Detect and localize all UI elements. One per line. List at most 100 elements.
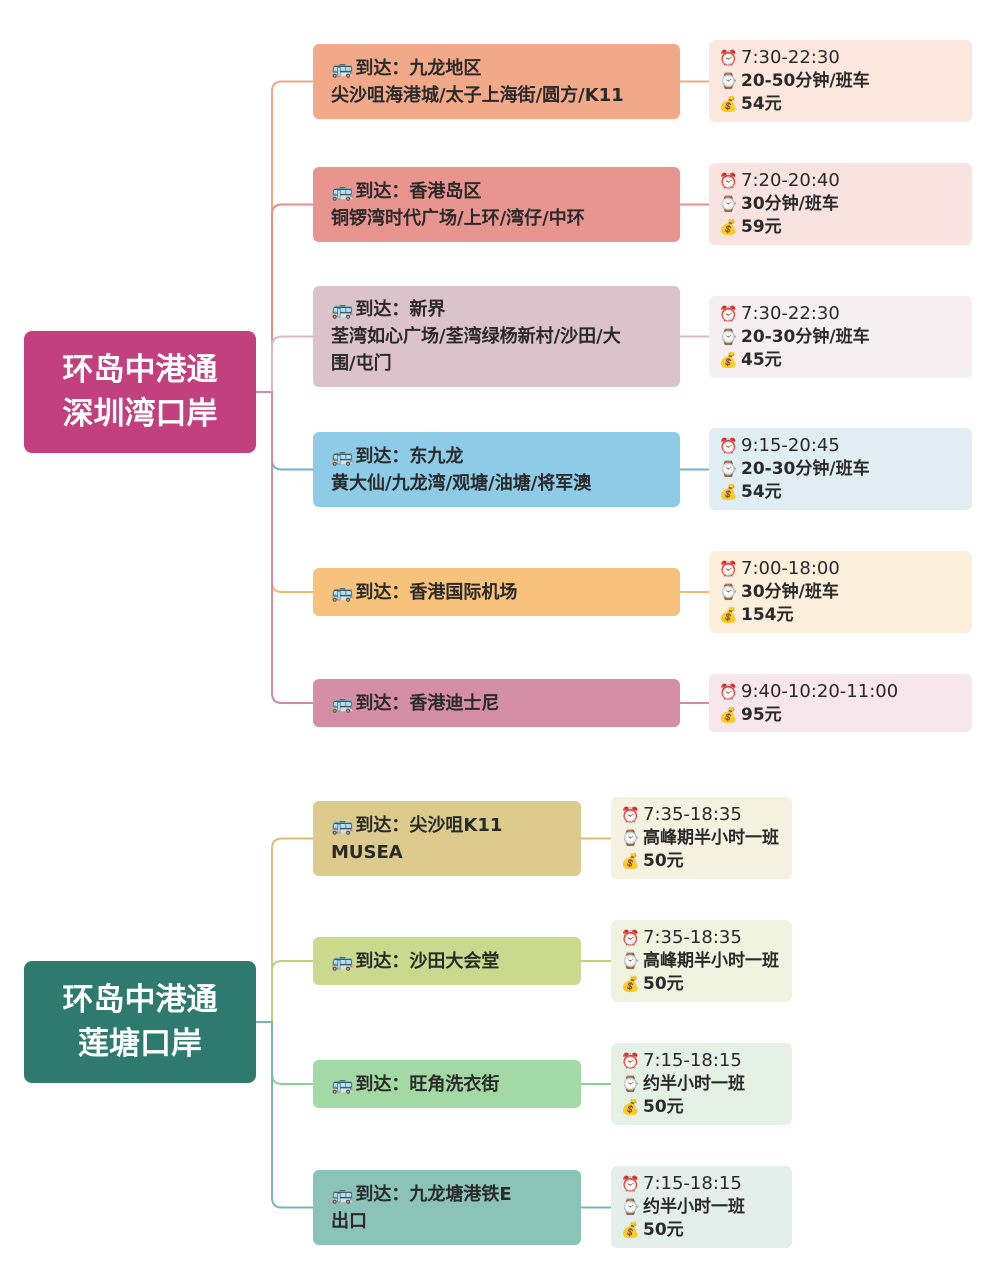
fare-text: 50元 [643,1220,684,1240]
money-bag-icon: 💰 [621,1221,640,1239]
schedule-info-card: ⏰7:00-18:00⌚30分钟/班车💰154元 [709,551,972,633]
frequency: ⌚30分钟/班车 [719,193,962,216]
root-node-liantang[interactable]: 环岛中港通 莲塘口岸 [24,961,256,1083]
bus-icon: 🚌 [331,581,354,603]
fare: 💰154元 [719,604,962,627]
fare: 💰45元 [719,349,962,372]
schedule-info-card: ⏰7:35-18:35⌚高峰期半小时一班💰50元 [611,797,792,879]
service-hours-text: 7:30-22:30 [741,47,840,68]
branch-line [256,335,313,393]
route-destination: 🚌到达：尖沙咀K11 [331,812,563,839]
branch-line [256,391,313,704]
route-destination: 🚌到达：香港国际机场 [331,579,662,606]
alarm-clock-icon: ⏰ [719,172,738,190]
service-hours-text: 9:15-20:45 [741,435,840,456]
watch-icon: ⌚ [621,952,640,970]
service-hours-text: 7:20-20:40 [741,170,840,191]
watch-icon: ⌚ [719,583,738,601]
route-destination: 🚌到达：香港岛区 [331,178,662,205]
service-hours: ⏰7:35-18:35 [621,803,782,827]
bus-icon: 🚌 [331,950,354,972]
fare-text: 50元 [643,851,684,871]
frequency-text: 约半小时一班 [643,1197,745,1217]
service-hours: ⏰7:30-22:30 [719,302,962,326]
frequency: ⌚约半小时一班 [621,1073,782,1096]
alarm-clock-icon: ⏰ [621,1175,640,1193]
route-destination-text: 到达：香港迪士尼 [355,692,500,714]
route-node[interactable]: 🚌到达：沙田大会堂 [313,937,581,985]
route-node[interactable]: 🚌到达：新界荃湾如心广场/荃湾绿杨新村/沙田/大围/屯门 [313,286,680,387]
route-destination-text: 到达：新界 [355,299,446,320]
service-hours: ⏰7:35-18:35 [621,926,782,950]
route-node[interactable]: 🚌到达：香港岛区铜锣湾时代广场/上环/湾仔/中环 [313,167,680,242]
bus-icon: 🚌 [331,445,354,467]
service-hours: ⏰7:00-18:00 [719,557,962,581]
root-node-shenzhen-bay[interactable]: 环岛中港通 深圳湾口岸 [24,331,256,453]
bus-icon: 🚌 [331,299,354,320]
route-destination-text: 到达：香港岛区 [355,180,482,202]
alarm-clock-icon: ⏰ [621,806,640,824]
route-destination-text: 到达：东九龙 [355,445,464,467]
money-bag-icon: 💰 [621,852,640,870]
frequency-text: 约半小时一班 [643,1074,745,1094]
fare: 💰50元 [621,850,782,873]
frequency: ⌚20-30分钟/班车 [719,458,962,481]
frequency: ⌚高峰期半小时一班 [621,827,782,850]
route-node[interactable]: 🚌到达：旺角洗衣街 [313,1060,581,1108]
route-destination-text: 到达：沙田大会堂 [355,950,500,972]
money-bag-icon: 💰 [719,705,738,724]
route-node[interactable]: 🚌到达：东九龙黄大仙/九龙湾/观塘/油塘/将军澳 [313,432,680,507]
route-destination: 🚌到达：九龙地区 [331,55,662,82]
route-destination-text: 到达：旺角洗衣街 [355,1073,500,1095]
money-bag-icon: 💰 [719,351,738,369]
fare-text: 45元 [741,350,782,370]
watch-icon: ⌚ [719,460,738,478]
frequency-text: 30分钟/班车 [741,582,839,602]
fare-text: 50元 [643,974,684,994]
alarm-clock-icon: ⏰ [719,305,738,323]
frequency: ⌚30分钟/班车 [719,581,962,604]
frequency: ⌚20-50分钟/班车 [719,70,962,93]
fare-text: 59元 [741,217,782,237]
money-bag-icon: 💰 [719,218,738,236]
bus-icon: 🚌 [331,692,354,714]
fare: 💰50元 [621,973,782,996]
route-stops: 围/屯门 [331,353,392,374]
service-hours: ⏰7:15-18:15 [621,1049,782,1073]
route-destination-text: 到达：九龙塘港铁E [355,1183,512,1205]
branch-line [256,960,313,1023]
money-bag-icon: 💰 [621,1098,640,1116]
branch-line [256,837,313,1023]
watch-icon: ⌚ [719,195,738,213]
service-hours: ⏰7:15-18:15 [621,1172,782,1196]
fare-text: 54元 [741,482,782,502]
route-stops: 铜锣湾时代广场/上环/湾仔/中环 [331,207,585,229]
fare-text: 95元 [741,704,782,725]
watch-icon: ⌚ [719,328,738,346]
money-bag-icon: 💰 [719,483,738,501]
branch-line [256,391,313,471]
watch-icon: ⌚ [621,1075,640,1093]
route-destination-text: 到达：九龙地区 [355,57,482,79]
route-stops: 黄大仙/九龙湾/观塘/油塘/将军澳 [331,472,592,494]
frequency-text: 20-30分钟/班车 [741,459,870,479]
branch-line [256,1021,313,1085]
fare-text: 54元 [741,94,782,114]
route-destination: 🚌到达：旺角洗衣街 [331,1071,563,1098]
watch-icon: ⌚ [719,72,738,90]
branch-line [256,203,313,393]
route-node[interactable]: 🚌到达：香港迪士尼 [313,679,680,727]
branch-line [256,391,313,593]
service-hours-text: 7:15-18:15 [643,1173,742,1194]
route-node[interactable]: 🚌到达：香港国际机场 [313,568,680,616]
service-hours-text: 7:00-18:00 [741,558,840,579]
fare-text: 50元 [643,1097,684,1117]
money-bag-icon: 💰 [719,95,738,113]
schedule-info-card: ⏰9:40-10:20-11:00💰95元 [709,674,972,732]
route-node[interactable]: 🚌到达：九龙地区尖沙咀海港城/太子上海街/圆方/K11 [313,44,680,119]
schedule-info-card: ⏰7:15-18:15⌚约半小时一班💰50元 [611,1166,792,1248]
schedule-info-card: ⏰9:15-20:45⌚20-30分钟/班车💰54元 [709,428,972,510]
